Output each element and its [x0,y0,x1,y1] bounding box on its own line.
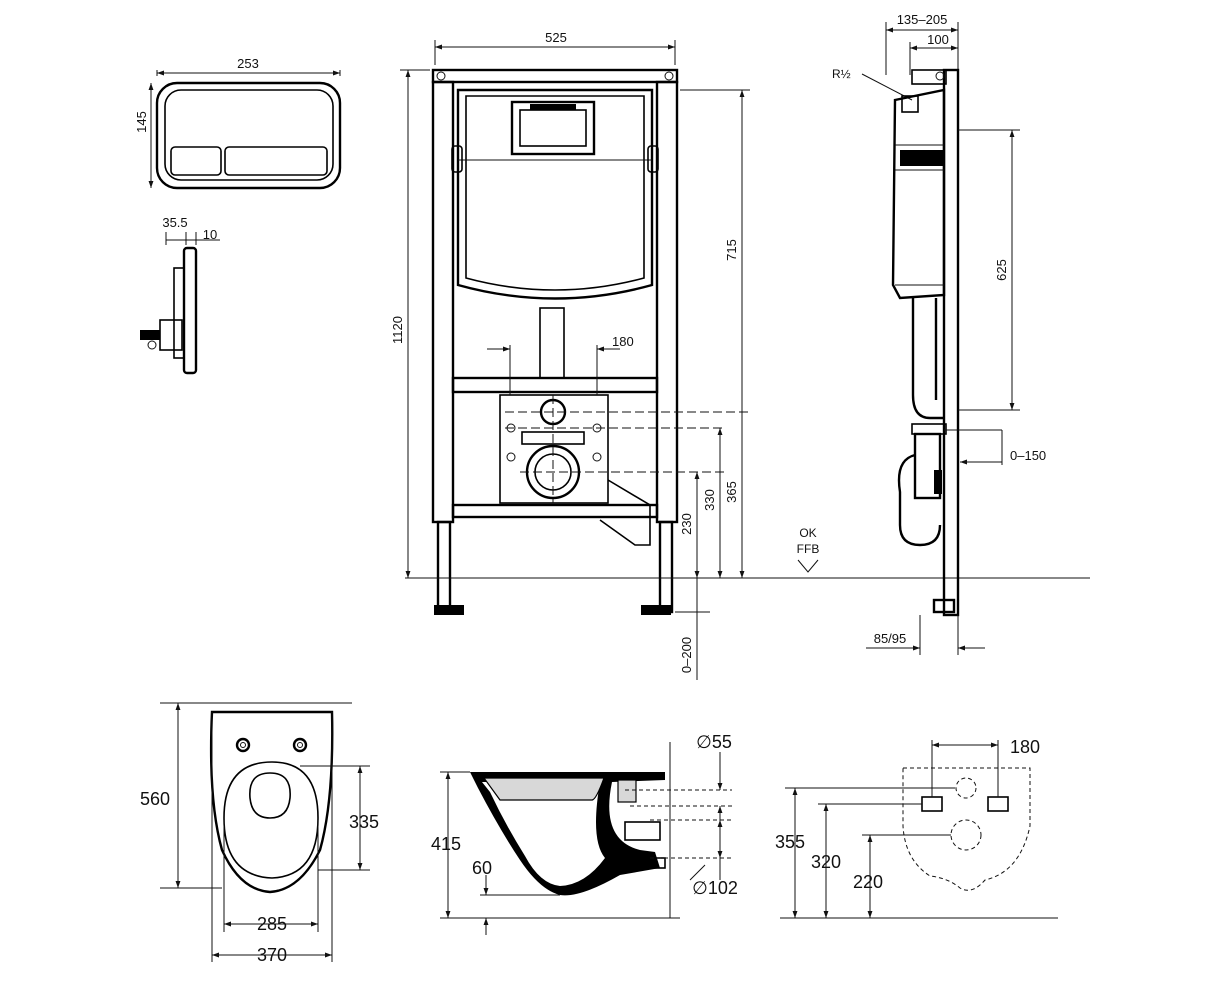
outlet-diameter-label: ∅102 [692,878,738,898]
bowl-length-label: 560 [140,789,170,809]
flush-plate-side-view: 35.5 10 [140,215,220,375]
plate-depth-label: 10 [203,227,217,242]
bowl-height-label: 415 [431,834,461,854]
plate-depth-total-label: 35.5 [162,215,187,230]
back-bolt-spacing-label: 180 [1010,737,1040,757]
floor-ffb-label: FFB [797,542,820,556]
floor-ok-label: OK [799,526,816,540]
frame-height-330-label: 330 [702,489,717,511]
side-offset-range-label: 0–150 [1010,448,1046,463]
frame-total-height-label: 1120 [390,316,405,344]
bowl-base-offset-label: 60 [472,858,492,878]
installation-frame-front-view: 525 [390,30,1090,680]
side-depth-range-label: 135–205 [897,12,948,27]
frame-cistern-height-label: 715 [724,239,739,261]
frame-height-365-label: 365 [724,481,739,503]
back-height-220-label: 220 [853,872,883,892]
back-height-320-label: 320 [811,852,841,872]
side-height-625-label: 625 [994,259,1009,281]
bowl-hole-to-rim-label: 335 [349,812,379,832]
pipe-thread-label: R½ [832,67,851,81]
back-height-355-label: 355 [775,832,805,852]
bowl-outer-width-label: 370 [257,945,287,965]
side-foot-depth-label: 85/95 [874,631,907,646]
frame-leg-adjust-label: 0–200 [679,637,694,673]
frame-width-label: 525 [545,30,567,45]
frame-height-230-label: 230 [679,513,694,535]
bowl-inner-width-label: 285 [257,914,287,934]
side-depth-100-label: 100 [927,32,949,47]
bowl-top-view: 560 335 285 370 [140,702,379,965]
plate-height-label: 145 [134,111,149,133]
bowl-side-section: ∅55 ∅102 415 60 [431,732,738,935]
bowl-back-view: 180 355 320 220 [775,737,1058,919]
flush-plate-front-view: 253 145 [134,56,342,190]
plate-width-label: 253 [237,56,259,71]
frame-bolt-spacing-label: 180 [612,334,634,349]
installation-frame-side-view: 135–205 100 R½ 625 0–150 [832,12,1046,655]
inlet-diameter-label: ∅55 [696,732,732,752]
